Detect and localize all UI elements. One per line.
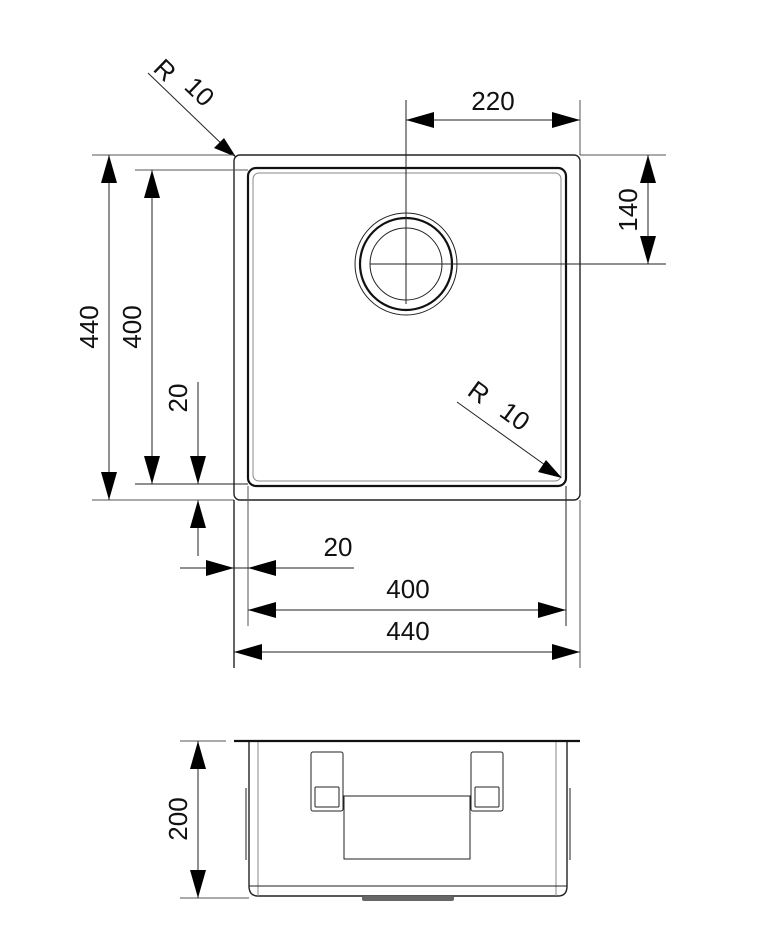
- dim-220: 220: [406, 86, 581, 155]
- dim-400v-label: 400: [117, 305, 147, 348]
- dim-440-horizontal: 440: [234, 616, 580, 660]
- drain-stub: [362, 896, 454, 901]
- dim-440h-label: 440: [386, 616, 429, 646]
- dim-220-label: 220: [471, 86, 514, 116]
- dim-140-label: 140: [613, 188, 643, 231]
- dim-400-vertical: 400: [117, 169, 248, 485]
- mounting-bracket-right: [470, 751, 504, 812]
- dim-20h-label: 20: [324, 532, 353, 562]
- dim-400h-label: 400: [386, 574, 429, 604]
- front-label-plate: [343, 795, 471, 860]
- radius-inner-value: 10: [494, 396, 535, 437]
- dim-20v-label: 20: [163, 384, 193, 413]
- dim-140: 140: [580, 154, 666, 264]
- dim-440v-label: 440: [74, 305, 104, 348]
- radius-inner-r: R: [462, 375, 495, 410]
- radius-outer-value: 10: [179, 71, 221, 113]
- mounting-bracket-left: [310, 751, 344, 812]
- outer-rim-outline: [233, 154, 581, 501]
- inner-bowl-outline: [246, 166, 568, 488]
- dim-20-vertical: 20: [163, 382, 234, 556]
- radius-outer-r: R: [148, 53, 182, 88]
- front-view: 200: [163, 739, 580, 901]
- drain: [354, 100, 666, 316]
- radius-outer-callout: R 10: [147, 53, 236, 157]
- dim-400-horizontal: 400: [248, 574, 566, 618]
- dim-200: 200: [163, 740, 249, 899]
- radius-inner-callout: R 10: [456, 375, 562, 478]
- inner-bowl-offset: [252, 172, 562, 482]
- top-view: R 10 R 10 220 140: [74, 53, 666, 668]
- dim-440-vertical: 440: [74, 154, 234, 501]
- dim-20-horizontal: 20: [180, 532, 354, 576]
- dim-200-label: 200: [163, 797, 193, 840]
